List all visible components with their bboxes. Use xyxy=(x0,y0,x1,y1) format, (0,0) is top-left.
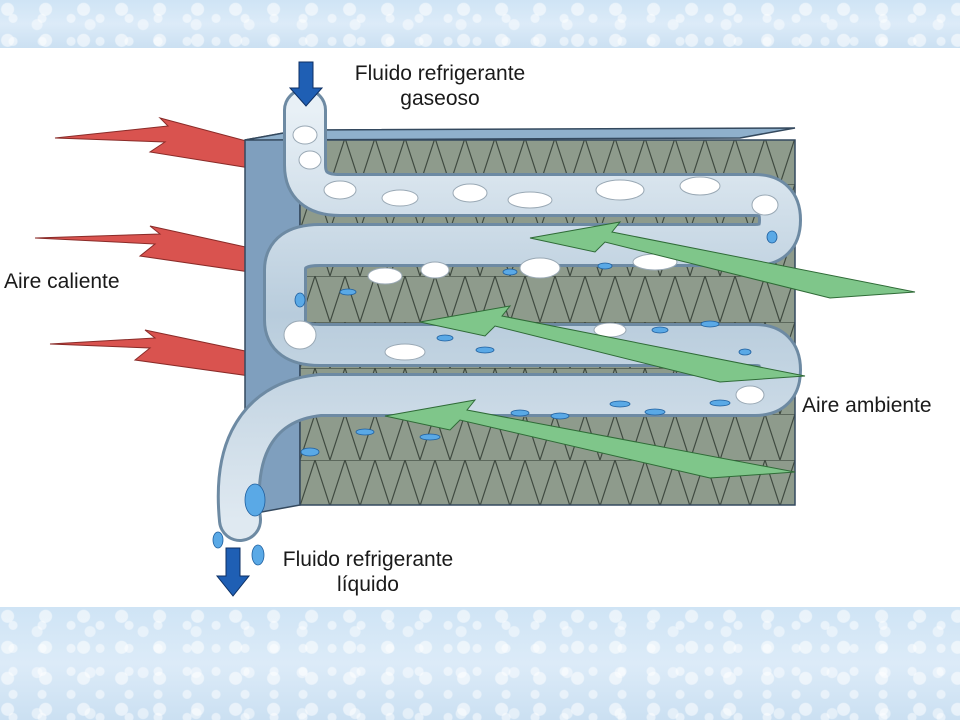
liquid-outlet-label-line2: líquido xyxy=(337,573,399,596)
gas-inlet-label: Fluido refrigerante gaseoso xyxy=(330,61,550,111)
gas-inlet-label-line1: Fluido refrigerante xyxy=(354,62,526,85)
hot-air-arrow-icon xyxy=(34,117,251,377)
gas-bubble-icon xyxy=(283,125,779,405)
decorative-band-top xyxy=(0,0,960,48)
ambient-air-label: Aire ambiente xyxy=(802,394,932,417)
liquid-outlet-label-line1: Fluido refrigerante xyxy=(282,548,454,571)
ambient-air-arrow-icon xyxy=(384,221,916,479)
decorative-band-bottom xyxy=(0,607,960,720)
liquid-droplet-icon xyxy=(212,230,778,566)
refrigerant-flow-arrow-icon xyxy=(215,61,324,597)
gas-inlet-label-line2: gaseoso xyxy=(400,87,480,110)
liquid-outlet-label: Fluido refrigerante líquido xyxy=(258,547,478,597)
hot-air-label: Aire caliente xyxy=(4,270,120,293)
